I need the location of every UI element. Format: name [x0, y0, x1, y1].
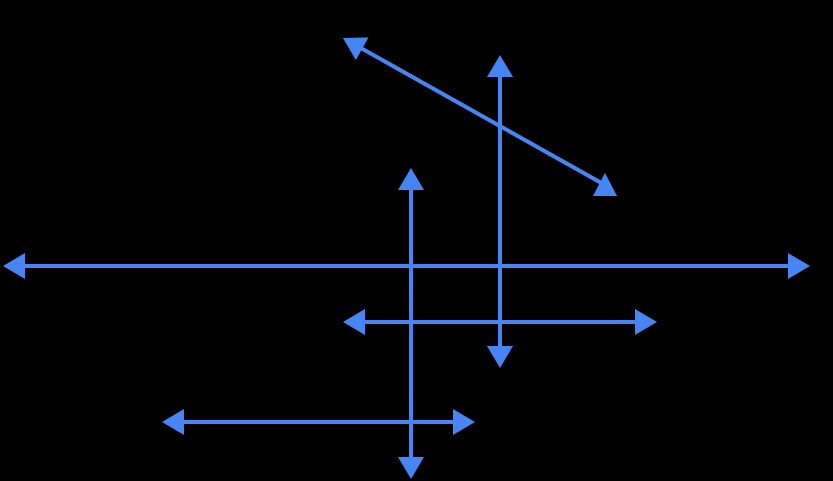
end-arrowhead	[788, 253, 810, 279]
bottom-horizontal-line	[162, 409, 475, 435]
start-arrowhead	[487, 55, 513, 77]
right-vertical-line	[487, 55, 513, 368]
end-arrowhead	[635, 309, 657, 335]
end-arrowhead	[593, 172, 617, 196]
start-arrowhead	[343, 309, 365, 335]
end-arrowhead	[398, 457, 424, 479]
end-arrowhead	[453, 409, 475, 435]
line-shaft	[354, 43, 606, 187]
middle-horizontal-line	[343, 309, 657, 335]
start-arrowhead	[3, 253, 25, 279]
start-arrowhead	[343, 37, 369, 61]
end-arrowhead	[487, 346, 513, 368]
start-arrowhead	[162, 409, 184, 435]
diagonal-line	[343, 37, 617, 196]
long-horizontal-line	[3, 253, 810, 279]
start-arrowhead	[398, 168, 424, 190]
